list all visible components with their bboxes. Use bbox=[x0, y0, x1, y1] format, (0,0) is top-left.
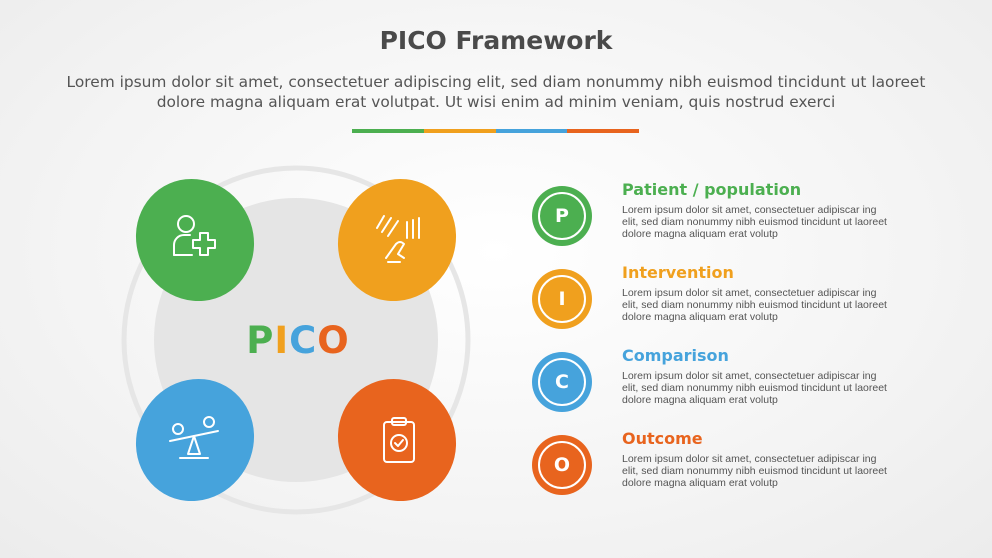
pico-diagram bbox=[121, 165, 471, 515]
item-comparison: C Comparison Lorem ipsum dolor sit amet,… bbox=[532, 346, 912, 422]
center-letter-c: C bbox=[289, 319, 318, 362]
petal-intervention bbox=[337, 178, 457, 302]
divider-segment-blue bbox=[495, 129, 568, 133]
item-title: Intervention bbox=[622, 263, 734, 282]
hand-intervention-icon bbox=[376, 215, 420, 263]
divider-segment-red bbox=[567, 129, 639, 133]
item-description: Lorem ipsum dolor sit amet, consectetuer… bbox=[622, 370, 887, 406]
badge-letter: O bbox=[538, 441, 586, 489]
patient-add-icon bbox=[173, 215, 216, 256]
outer-ring bbox=[121, 165, 471, 515]
badge-p: P bbox=[532, 186, 592, 246]
color-divider bbox=[352, 129, 639, 133]
item-title: Comparison bbox=[622, 346, 729, 365]
badge-c: C bbox=[532, 352, 592, 412]
divider-segment-green bbox=[352, 129, 424, 133]
center-letter-p: P bbox=[246, 319, 275, 362]
clipboard-check-icon bbox=[383, 417, 415, 463]
badge-o: O bbox=[532, 435, 592, 495]
center-pico-word: PICO bbox=[218, 319, 378, 362]
item-title: Outcome bbox=[622, 429, 703, 448]
item-outcome: O Outcome Lorem ipsum dolor sit amet, co… bbox=[532, 429, 912, 505]
item-intervention: I Intervention Lorem ipsum dolor sit ame… bbox=[532, 263, 912, 339]
item-title: Patient / population bbox=[622, 180, 802, 199]
item-description: Lorem ipsum dolor sit amet, consectetuer… bbox=[622, 453, 887, 489]
badge-i: I bbox=[532, 269, 592, 329]
badge-letter: C bbox=[538, 358, 586, 406]
seesaw-comparison-icon bbox=[169, 416, 219, 459]
item-description: Lorem ipsum dolor sit amet, consectetuer… bbox=[622, 204, 887, 240]
page-subtitle: Lorem ipsum dolor sit amet, consectetuer… bbox=[66, 73, 926, 111]
item-description: Lorem ipsum dolor sit amet, consectetuer… bbox=[622, 287, 887, 323]
divider-segment-orange bbox=[423, 129, 496, 133]
item-patient: P Patient / population Lorem ipsum dolor… bbox=[532, 180, 912, 256]
page-title: PICO Framework bbox=[379, 26, 613, 55]
petal-outcome bbox=[337, 378, 457, 502]
badge-letter: P bbox=[538, 192, 586, 240]
center-letter-i: I bbox=[274, 319, 290, 362]
badge-letter: I bbox=[538, 275, 586, 323]
center-letter-o: O bbox=[317, 319, 350, 362]
